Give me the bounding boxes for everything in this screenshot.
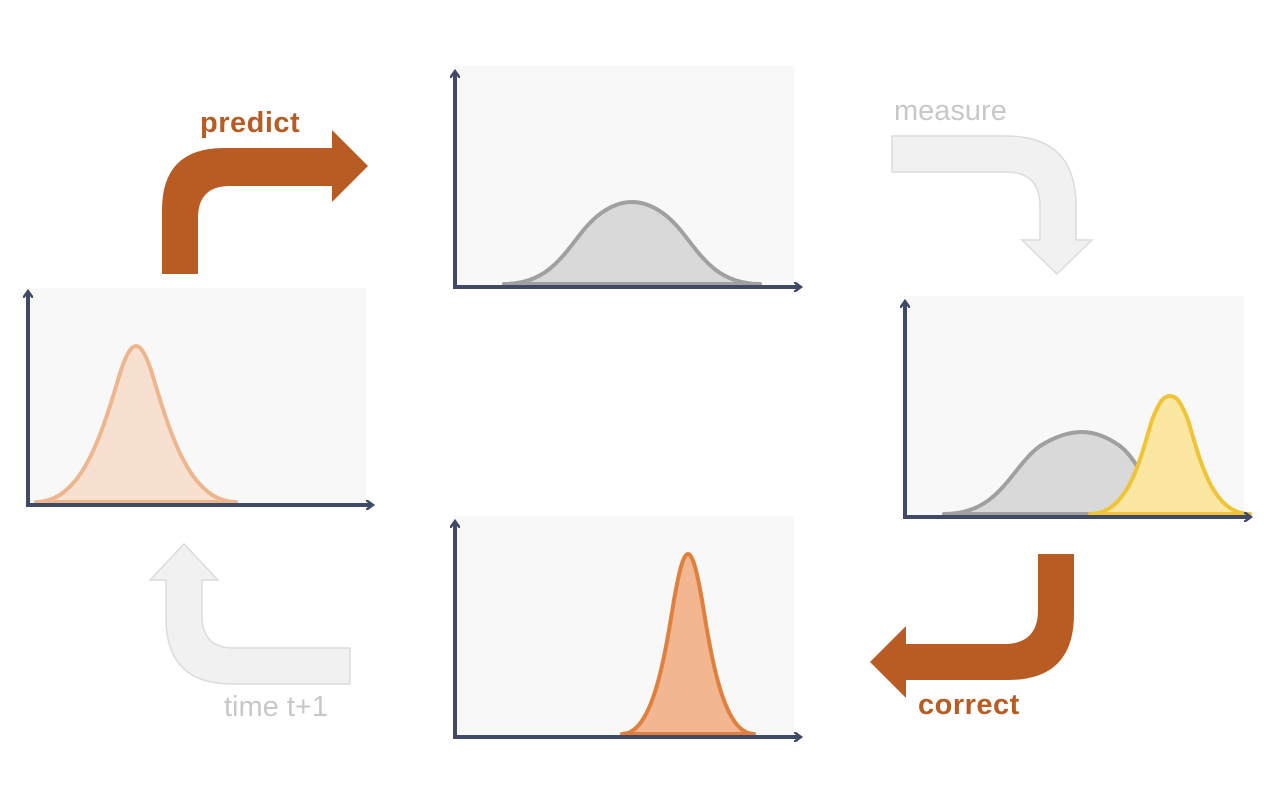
measure-arrow-icon xyxy=(891,135,1094,276)
measure-label: measure xyxy=(894,95,1007,127)
correct-arrow-icon xyxy=(870,554,1074,698)
time-step-arrow-icon xyxy=(148,542,351,685)
panel-prediction xyxy=(453,66,800,287)
panel-posterior-background xyxy=(454,516,794,736)
prediction-distribution-curve xyxy=(502,200,762,286)
panel-prior xyxy=(26,288,372,506)
predict-label: predict xyxy=(200,107,301,139)
time-step-label: time t+1 xyxy=(224,691,328,723)
panel-posterior xyxy=(453,516,800,737)
measurement-distribution-curve xyxy=(1088,394,1252,516)
prior-distribution-curve xyxy=(34,344,238,504)
panel-prior-background xyxy=(26,288,366,506)
predict-arrow-icon xyxy=(162,130,368,274)
correct-label: correct xyxy=(918,689,1020,721)
posterior-distribution-curve xyxy=(620,552,756,736)
panel-measurement xyxy=(903,296,1250,517)
